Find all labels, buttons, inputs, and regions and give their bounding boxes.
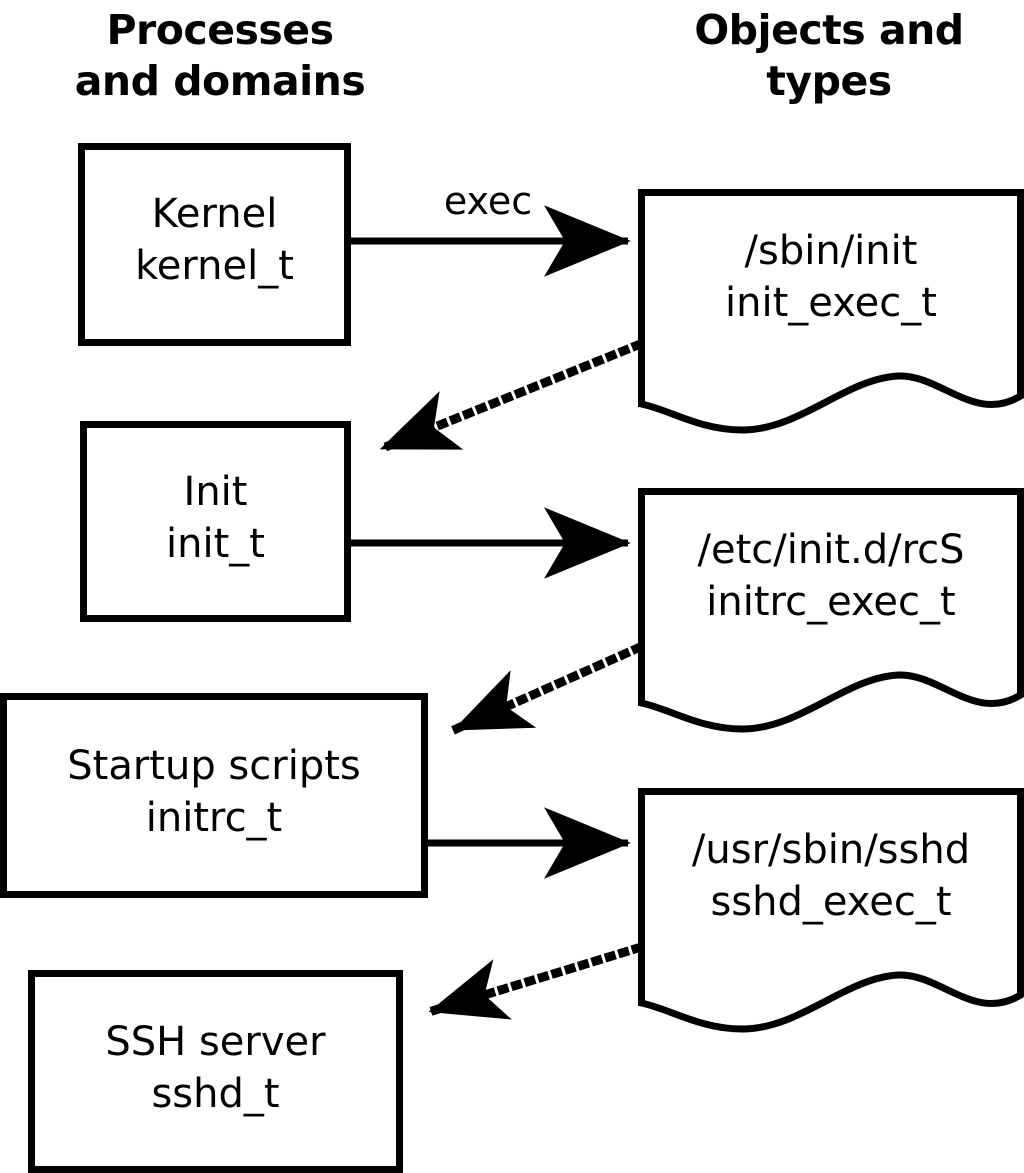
edge-initexec-transition-init	[377, 339, 644, 454]
object-node-init-exec-shape[interactable]	[638, 189, 1024, 434]
edge-sshdexec-transition-sshd	[426, 942, 644, 1020]
column-header-processes: Processes and domains	[74, 6, 366, 105]
process-node-initrc-shape[interactable]	[0, 693, 428, 898]
edge-label-exec: exec	[443, 179, 533, 223]
object-node-initrc-exec-shape[interactable]	[638, 488, 1024, 733]
object-node-sshd-exec-shape[interactable]	[638, 788, 1024, 1033]
process-node-init-shape[interactable]	[80, 421, 351, 622]
process-node-kernel-shape[interactable]	[78, 143, 351, 346]
column-header-objects: Objects and types	[694, 6, 964, 105]
process-node-sshd-shape[interactable]	[28, 970, 403, 1173]
edge-initrcexec-transition-initrc	[450, 642, 644, 735]
